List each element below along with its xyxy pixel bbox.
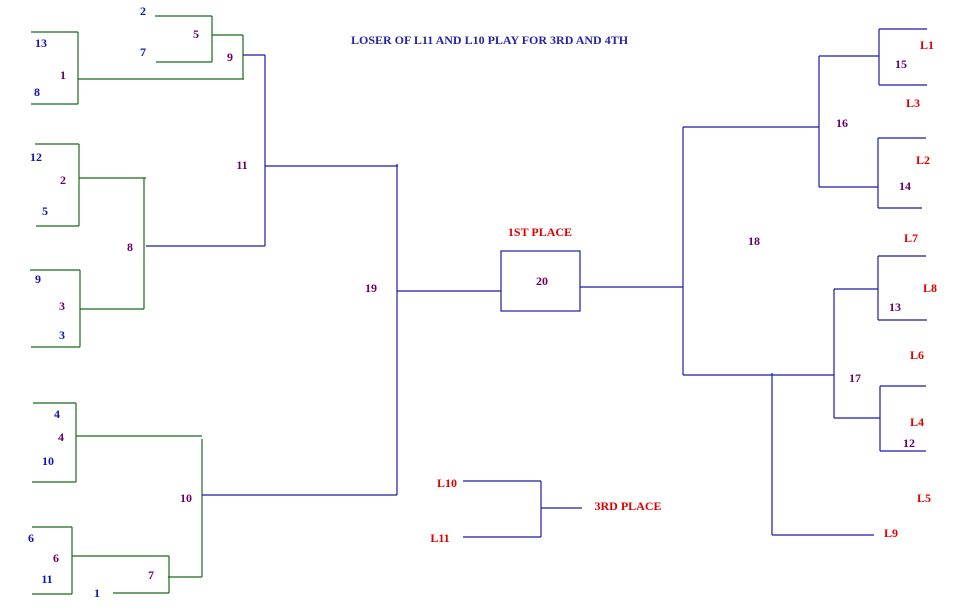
game-label: 7 <box>148 568 154 582</box>
seed-label: 10 <box>42 454 54 468</box>
game-label: 18 <box>748 234 760 248</box>
seed-label: 3 <box>59 328 65 342</box>
seed-label: 13 <box>35 36 47 50</box>
first-place-label: 1ST PLACE <box>507 225 573 239</box>
loser-label: L11 <box>430 531 450 545</box>
game-label: 15 <box>895 57 907 71</box>
loser-label: L7 <box>903 231 919 245</box>
loser-label: L3 <box>905 96 921 110</box>
winners-bracket-lines <box>30 15 244 595</box>
loser-label: L1 <box>919 38 935 52</box>
loser-label: L10 <box>436 476 458 490</box>
seed-label: 7 <box>140 45 146 59</box>
game-label: 6 <box>53 551 59 565</box>
final-game-label: 20 <box>536 274 548 288</box>
third-place-note: LOSER OF L11 AND L10 PLAY FOR 3RD AND 4T… <box>351 33 629 47</box>
game-label: 8 <box>127 240 133 254</box>
loser-label: L9 <box>883 526 899 540</box>
game-label: 12 <box>903 436 915 450</box>
third-place-label: 3RD PLACE <box>594 499 662 513</box>
game-label: 19 <box>365 281 377 295</box>
game-label: 3 <box>59 299 65 313</box>
game-label: 1 <box>60 68 66 82</box>
seed-label: 2 <box>140 4 146 18</box>
seed-label: 1 <box>94 586 100 600</box>
loser-label: L2 <box>915 153 931 167</box>
game-label: 13 <box>889 300 901 314</box>
loser-label: L5 <box>916 491 932 505</box>
game-label: 10 <box>180 491 192 505</box>
seed-label: 4 <box>54 407 60 421</box>
seed-label: 6 <box>28 531 34 545</box>
game-label: 9 <box>227 50 233 64</box>
seed-label: 9 <box>35 272 41 286</box>
loser-label: L8 <box>922 281 938 295</box>
seed-label: 12 <box>30 150 42 164</box>
seed-label: 5 <box>42 204 48 218</box>
game-label: 2 <box>60 173 66 187</box>
game-label: 17 <box>849 371 861 385</box>
loser-label: L6 <box>909 348 925 362</box>
finals-and-losers-lines <box>146 28 927 538</box>
game-label: 5 <box>193 27 199 41</box>
game-label: 16 <box>836 116 848 130</box>
game-label: 11 <box>236 158 248 172</box>
loser-label: L4 <box>909 415 925 429</box>
seed-label: 8 <box>34 85 40 99</box>
game-label: 14 <box>899 179 911 193</box>
seed-label: 11 <box>41 572 53 586</box>
game-label: 4 <box>58 430 64 444</box>
